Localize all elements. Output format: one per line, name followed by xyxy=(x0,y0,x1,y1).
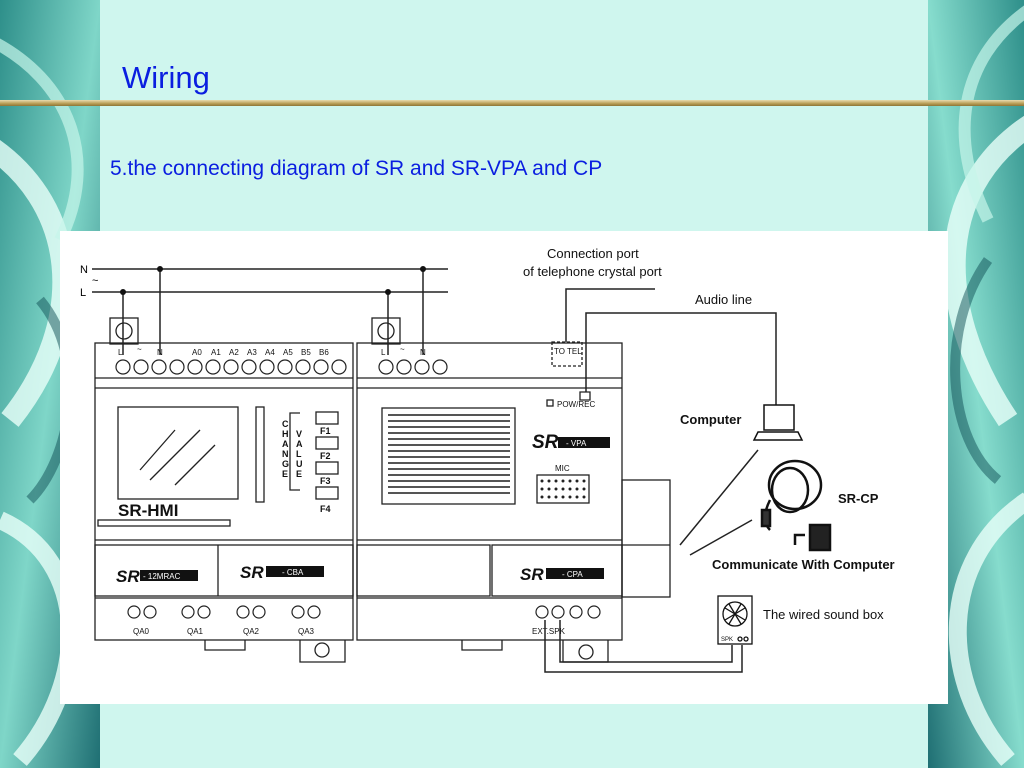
speaker-grille xyxy=(388,414,510,494)
fkey-f2: F2 xyxy=(320,451,331,461)
svg-text:A: A xyxy=(282,439,289,449)
svg-text:- 12MRAC: - 12MRAC xyxy=(143,572,181,581)
svg-text:U: U xyxy=(296,459,303,469)
fkey-f4: F4 xyxy=(320,504,331,514)
module-12mrac-badge: SR - 12MRAC xyxy=(116,567,198,586)
hmi-terminal-n: N xyxy=(157,348,163,357)
hmi-terminal-a0: A0 xyxy=(192,348,202,357)
output-qa2: QA2 xyxy=(243,627,260,636)
svg-text:SR: SR xyxy=(116,567,140,586)
svg-text:N: N xyxy=(282,449,289,459)
change-value-label: C H A N G E V A L U E xyxy=(282,419,303,479)
vpa-top-terminals xyxy=(378,359,448,375)
ext-spk-label: EXT.SPK xyxy=(532,627,566,636)
audio-callout: Audio line xyxy=(695,292,752,307)
svg-text:SR: SR xyxy=(520,565,544,584)
ext-spk-terminals xyxy=(535,605,601,619)
output-qa0: QA0 xyxy=(133,627,150,636)
svg-text:E: E xyxy=(296,469,302,479)
port-callout-line1: Connection port xyxy=(547,246,639,261)
sr-hmi-unit xyxy=(94,317,354,663)
spk-label: SPK xyxy=(721,637,733,643)
svg-text:H: H xyxy=(282,429,289,439)
svg-text:A: A xyxy=(296,439,303,449)
svg-text:E: E xyxy=(282,469,288,479)
tilde-label: ~ xyxy=(92,275,98,287)
hmi-terminal-a3: A3 xyxy=(247,348,257,357)
svg-text:- VPA: - VPA xyxy=(566,439,587,448)
module-cpa-badge: SR - CPA xyxy=(520,565,604,584)
svg-text:SR: SR xyxy=(240,563,264,582)
hmi-terminal-a5: A5 xyxy=(283,348,293,357)
srcp-callout: SR-CP xyxy=(838,491,879,506)
module-cba-badge: SR - CBA xyxy=(240,563,324,582)
vpa-terminal-n: N xyxy=(420,348,426,357)
sound-box-icon xyxy=(717,595,753,645)
fkey-f1: F1 xyxy=(320,426,331,436)
hmi-terminal-b5: B5 xyxy=(301,348,311,357)
mic-dots xyxy=(540,479,586,499)
hmi-terminal-a1: A1 xyxy=(211,348,221,357)
hmi-terminal-a4: A4 xyxy=(265,348,275,357)
output-qa1: QA1 xyxy=(187,627,204,636)
hmi-terminal-b6: B6 xyxy=(319,348,329,357)
mic-label: MIC xyxy=(555,464,570,473)
svg-text:V: V xyxy=(296,429,302,439)
slide-title: Wiring xyxy=(122,60,210,95)
communicate-callout: Communicate With Computer xyxy=(712,557,895,572)
tel-port-line xyxy=(565,288,655,342)
hmi-terminal-a2: A2 xyxy=(229,348,239,357)
port-callout-line2: of telephone crystal port xyxy=(523,264,662,279)
speaker-wire xyxy=(544,620,743,673)
slide-subtitle: 5.the connecting diagram of SR and SR-VP… xyxy=(110,157,603,180)
svg-text:- CPA: - CPA xyxy=(562,570,583,579)
svg-text:G: G xyxy=(282,459,289,469)
wiring-diagram: N ~ L L ~ N A0 A1 A2 A3 A4 A5 xyxy=(80,246,895,673)
live-label: L xyxy=(80,287,86,299)
decorative-swirl-right xyxy=(928,0,1024,768)
title-divider xyxy=(0,100,1024,106)
svg-text:SR: SR xyxy=(532,432,559,453)
sr-cp-cable-icon xyxy=(760,459,832,552)
hmi-output-terminals xyxy=(127,605,321,619)
fkey-f3: F3 xyxy=(320,476,331,486)
soundbox-callout: The wired sound box xyxy=(763,607,884,622)
svg-text:L: L xyxy=(296,449,302,459)
to-tel-label: TO TEL xyxy=(554,347,582,356)
neutral-label: N xyxy=(80,264,88,276)
hmi-terminal-l: L xyxy=(118,348,123,357)
vpa-terminal-l: L xyxy=(381,348,386,357)
hmi-top-terminals xyxy=(115,359,347,375)
vpa-badge: SR - VPA xyxy=(532,432,610,453)
svg-text:- CBA: - CBA xyxy=(282,568,304,577)
hmi-terminal-tilde: ~ xyxy=(137,345,142,354)
audio-line xyxy=(585,312,777,405)
svg-text:C: C xyxy=(282,419,289,429)
computer-callout: Computer xyxy=(680,412,741,427)
wiring-diagram-panel: N ~ L L ~ N A0 A1 A2 A3 A4 A5 xyxy=(60,231,948,704)
computer-icon xyxy=(752,404,804,441)
hmi-name: SR-HMI xyxy=(118,501,178,520)
sr-vpa-unit xyxy=(356,317,671,663)
vpa-terminal-tilde: ~ xyxy=(400,345,405,354)
computer-link-line xyxy=(679,449,759,546)
output-qa3: QA3 xyxy=(298,627,315,636)
pow-rec-label: POW/REC xyxy=(557,400,595,409)
